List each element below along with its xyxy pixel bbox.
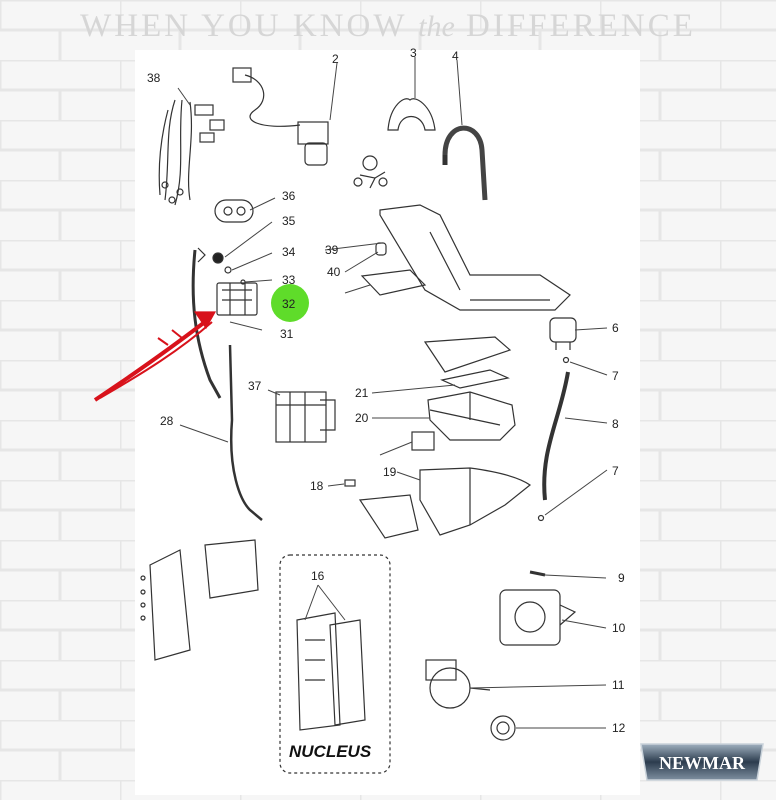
nucleus-title: NUCLEUS [289,742,372,761]
label-3: 3 [410,46,417,60]
label-6: 6 [612,321,619,335]
part-9-screw [529,570,546,577]
label-35: 37 [248,379,262,393]
label-18: 18 [310,479,324,493]
label-8: 8 [612,417,619,431]
highlight-circle [271,284,309,322]
part-19-drawer-handle [419,467,532,536]
part-21-filter-cover [423,336,512,373]
part-11-drain-pump [425,659,491,709]
label-4: 4 [452,49,459,63]
red-pointer-arrow [93,311,217,402]
leader-lines [177,57,608,729]
label-2: 2 [332,52,339,66]
part-39-softener-cup [360,269,427,296]
part-40-siphon [411,431,435,451]
part-7-seal-lower [537,514,545,522]
label-16: 16 [311,569,325,583]
part-12-pump-filter [490,715,516,741]
label-9: 9 [618,571,625,585]
label-12: 12 [612,721,626,735]
control-panel-frame [140,539,259,661]
nucleus-box [279,554,391,774]
part-38-cap [375,242,387,256]
label-34: 36 [282,189,296,203]
part-32-washer [224,266,232,274]
part-3-hose-clip [387,98,436,131]
part-10-pump-motor [499,589,577,646]
part-7-seal [562,356,570,364]
label-31: 33 [282,273,296,287]
label-7a: 7 [612,369,619,383]
label-32: 34 [282,245,296,259]
part-18-heater [344,479,419,539]
part-30-pressure-switch [216,282,258,316]
label-19: 19 [383,465,397,479]
y-connector [353,155,388,189]
label-7b: 7 [612,464,619,478]
label-37: 39 [325,243,339,257]
part-35-door-lock [275,391,336,443]
part-4-drain-hose [442,125,488,201]
part-29-pressure-hose [191,249,222,399]
part-33-nut [212,252,224,264]
logo-text: NEWMAR [659,753,746,773]
label-33: 35 [282,214,296,228]
label-10: 10 [612,621,626,635]
label-38: 40 [327,265,341,279]
label-20: 20 [355,411,369,425]
slogan-header: WHEN YOU KNOW the DIFFERENCE [80,8,696,44]
newmar-logo: NEWMAR [640,743,764,781]
part-28-ground-cable [228,344,263,521]
part-34-grommet [214,199,254,223]
label-11: 11 [612,678,625,692]
label-36: 38 [147,71,161,85]
label-29: 31 [280,327,294,341]
part-20-detergent-drawer [427,391,516,441]
part-8-tube [542,371,570,501]
label-28: 28 [160,414,174,428]
part-6-valve [549,317,577,350]
part-36-wiring-harness [158,99,225,206]
label-21: 21 [355,386,369,400]
part-37-dispenser-housing [379,204,571,311]
label-30: 32 [282,297,296,311]
part-2-suppressor [232,67,329,166]
